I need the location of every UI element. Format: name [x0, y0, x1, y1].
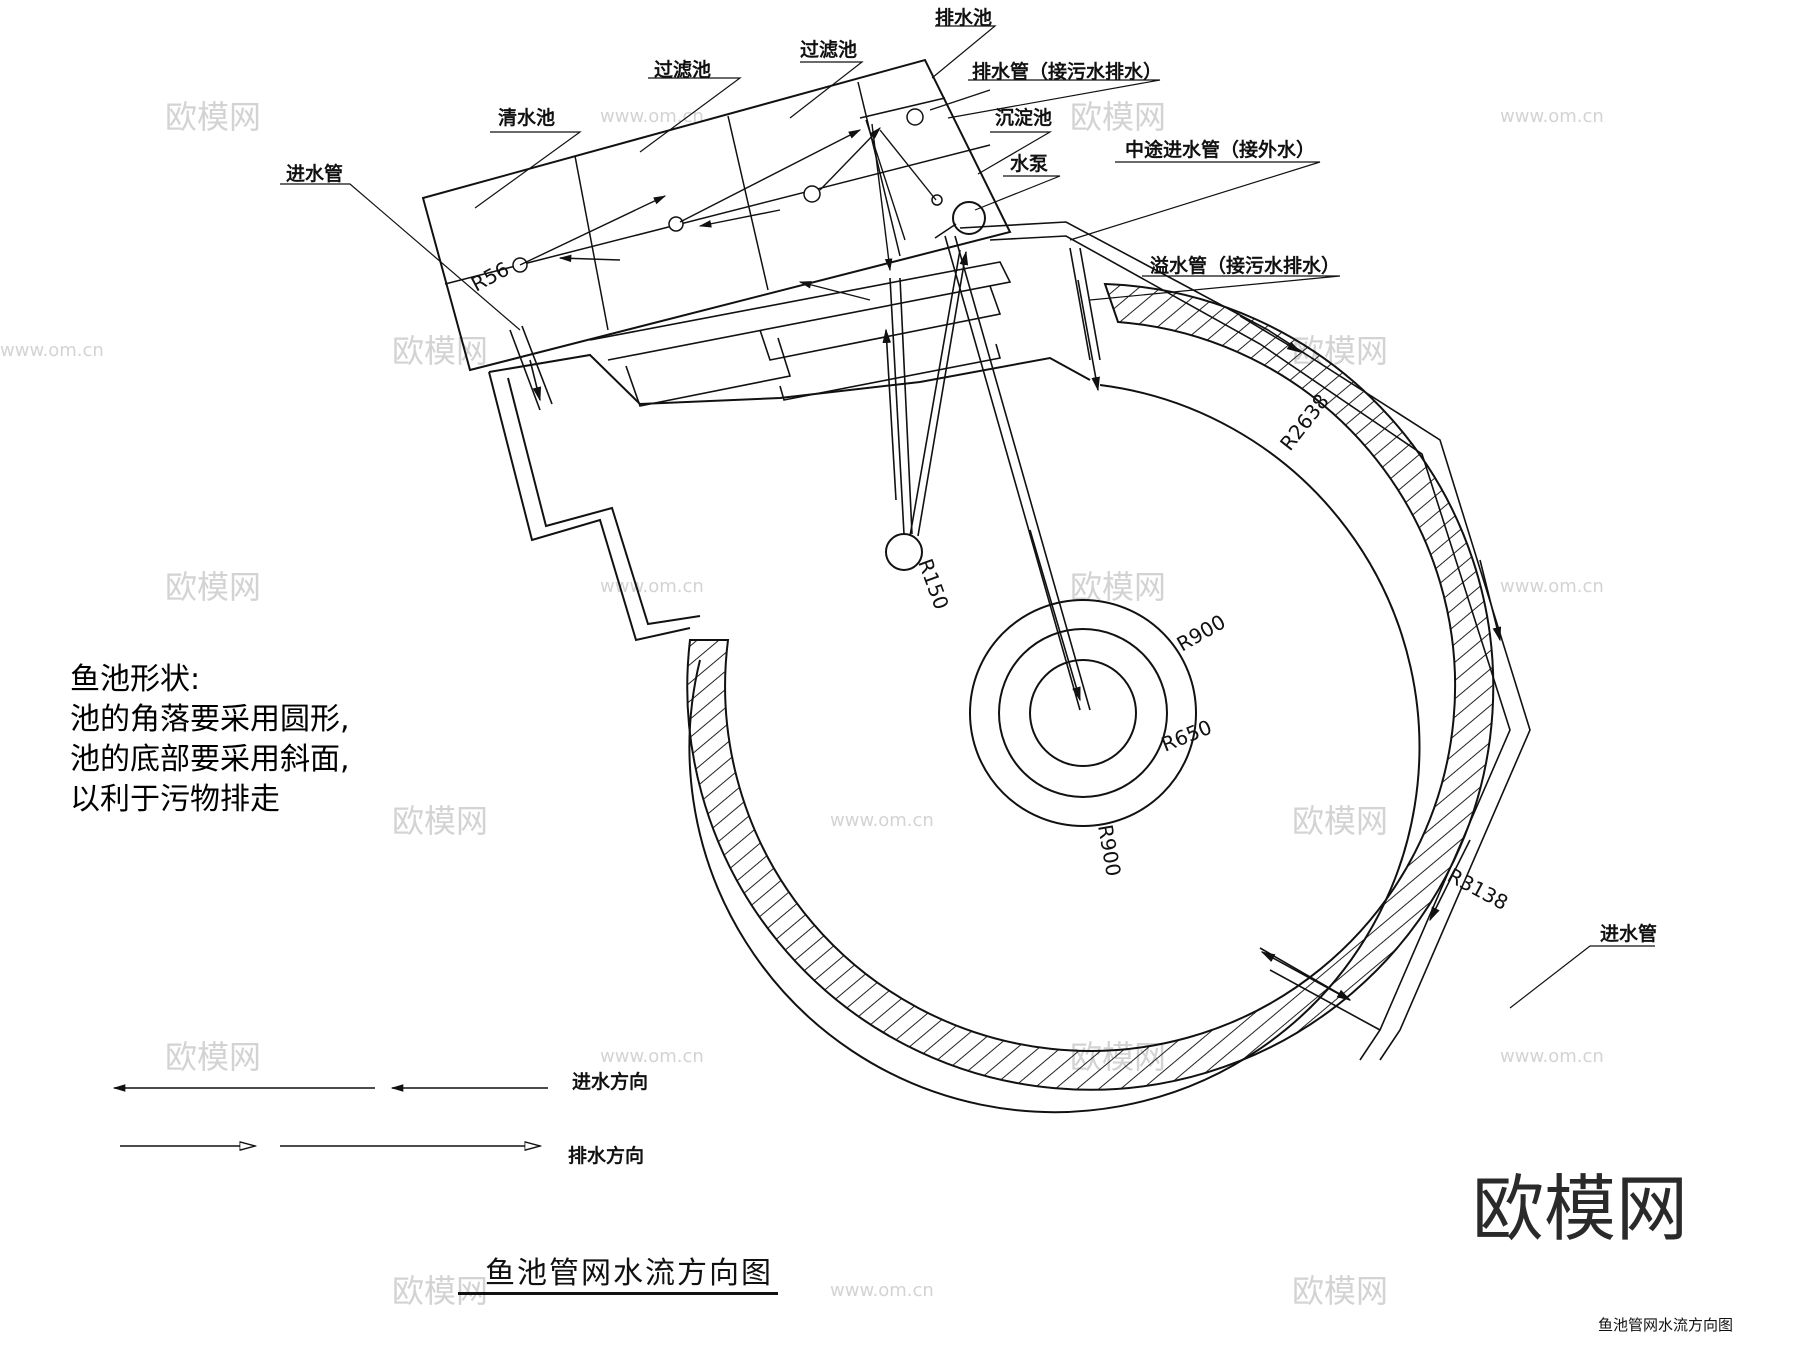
watermark-site: www.om.cn [600, 106, 704, 127]
filter-divider-2 [727, 115, 769, 291]
drain-ring-outer [969, 599, 1197, 827]
pond-outline-inner [507, 377, 701, 626]
label-settling-pool: 沉淀池 [995, 106, 1052, 129]
watermark-brand: 欧模网 [392, 332, 488, 370]
watermark-site: www.om.cn [830, 810, 934, 831]
pump-circle [952, 201, 986, 235]
legend-inflow-label: 进水方向 [572, 1070, 648, 1093]
dim-r2638: R2638 [1275, 389, 1334, 455]
title-underline [458, 1292, 778, 1295]
pond-wall-hatch [686, 282, 1495, 1091]
watermark-site: www.om.cn [0, 340, 104, 361]
dim-r900-a: R900 [1173, 610, 1230, 657]
filter-building [421, 58, 1012, 372]
watermark-brand: 欧模网 [1292, 802, 1388, 840]
filter-flow-arrows [519, 89, 991, 301]
pond-outline [488, 371, 691, 642]
filter-midline [444, 144, 991, 285]
label-pump: 水泵 [1010, 153, 1048, 175]
drain-ring-inner [1029, 659, 1137, 767]
legend: 进水方向 排水方向 [112, 1070, 648, 1167]
filter-divider-3 [857, 81, 901, 257]
watermark-site: www.om.cn [830, 1280, 934, 1301]
outer-inlet-pipe [959, 221, 1531, 1061]
watermark-brand: 欧模网 [165, 568, 261, 606]
label-filter-pool-1: 过滤池 [654, 58, 711, 81]
label-filter-pool-2: 过滤池 [800, 38, 857, 61]
drawing-title: 鱼池管网水流方向图 [485, 1256, 773, 1291]
filter-midline-2 [859, 97, 946, 119]
watermark-site: www.om.cn [1500, 1046, 1604, 1067]
note-line-3: 池的底部要采用斜面, [70, 742, 350, 777]
watermarks: 欧模网 www.om.cn 欧模网 www.om.cn www.om.cn 欧模… [0, 98, 1604, 1310]
watermark-site: www.om.cn [1500, 576, 1604, 597]
label-drain-pipe: 排水管（接污水排水） [972, 60, 1162, 83]
pump-lines [882, 223, 1091, 711]
watermark-site: www.om.cn [1500, 106, 1604, 127]
note-line-4: 以利于污物排走 [70, 782, 280, 817]
pipe-circle-2 [668, 216, 684, 232]
pond-inner-edge [688, 384, 1421, 1114]
label-drain-pool: 排水池 [935, 6, 992, 29]
label-mid-inlet-pipe: 中途进水管（接外水） [1125, 138, 1315, 161]
dim-r150: R150 [913, 556, 953, 613]
note-line-1: 鱼池形状: [70, 662, 201, 697]
watermark-brand: 欧模网 [392, 1272, 488, 1310]
manifold-pipe-d [779, 343, 1002, 401]
watermark-site: www.om.cn [600, 576, 704, 597]
legend-outflow-label: 排水方向 [568, 1144, 644, 1167]
brand-logo: 欧模网 [1472, 1167, 1689, 1251]
pipe-circle-4 [906, 108, 924, 126]
pond-outline-top [488, 353, 1091, 406]
watermark-brand: 欧模网 [392, 802, 488, 840]
watermark-brand: 欧模网 [165, 1038, 261, 1076]
left-inlet-pipe [509, 325, 553, 411]
drawing-caption: 鱼池管网水流方向图 [1598, 1316, 1734, 1334]
filter-divider-1 [574, 155, 609, 331]
watermark-brand: 欧模网 [165, 98, 261, 136]
drain-ring-mid [998, 628, 1168, 798]
label-inlet-pipe-top: 进水管 [286, 162, 343, 185]
label-clean-pool: 清水池 [498, 106, 555, 129]
pipe-circle-3 [803, 185, 821, 203]
note-line-2: 池的角落要采用圆形, [70, 702, 350, 737]
dim-r900-b: R900 [1093, 823, 1126, 878]
pond-shape-note: 鱼池形状: 池的角落要采用圆形, 池的底部要采用斜面, 以利于污物排走 [70, 660, 350, 820]
label-inlet-pipe-right: 进水管 [1600, 922, 1657, 945]
leader-lines [280, 25, 1655, 1009]
label-overflow-pipe: 溢水管（接污水排水） [1150, 254, 1340, 277]
watermark-site: www.om.cn [600, 1046, 704, 1067]
manifold-pipe-a [589, 261, 1012, 361]
watermark-brand: 欧模网 [1070, 98, 1166, 136]
watermark-brand: 欧模网 [1292, 1272, 1388, 1310]
